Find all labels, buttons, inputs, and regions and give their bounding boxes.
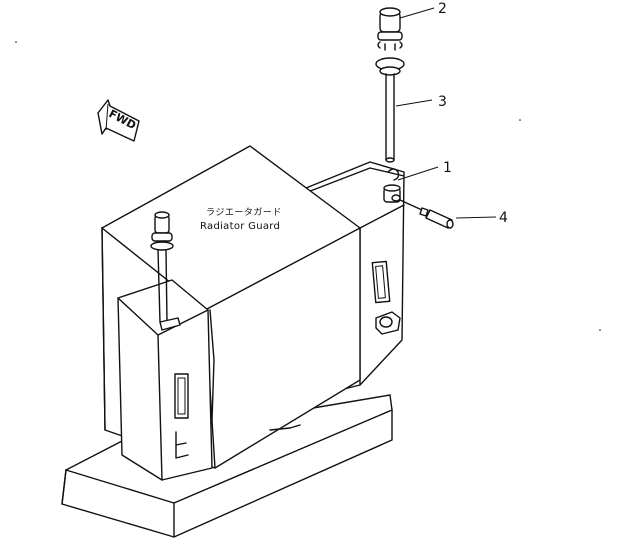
front-block	[117, 279, 301, 481]
front-level-gauge	[150, 211, 181, 331]
callout-1: 1	[443, 160, 452, 176]
label-japanese: ラジエータガード	[206, 207, 282, 218]
label-english: Radiator Guard	[200, 221, 280, 232]
part-3-tube	[375, 57, 405, 163]
callout-4: 4	[499, 210, 508, 226]
part-4-pin	[399, 199, 454, 229]
stray-dots	[15, 41, 601, 331]
callout-3: 3	[438, 94, 447, 110]
part-2-cap	[377, 7, 403, 51]
callout-2: 2	[438, 1, 447, 17]
part-1-clip	[383, 168, 401, 203]
fwd-arrow-icon: FWD	[97, 99, 140, 142]
leader-lines	[395, 7, 497, 219]
